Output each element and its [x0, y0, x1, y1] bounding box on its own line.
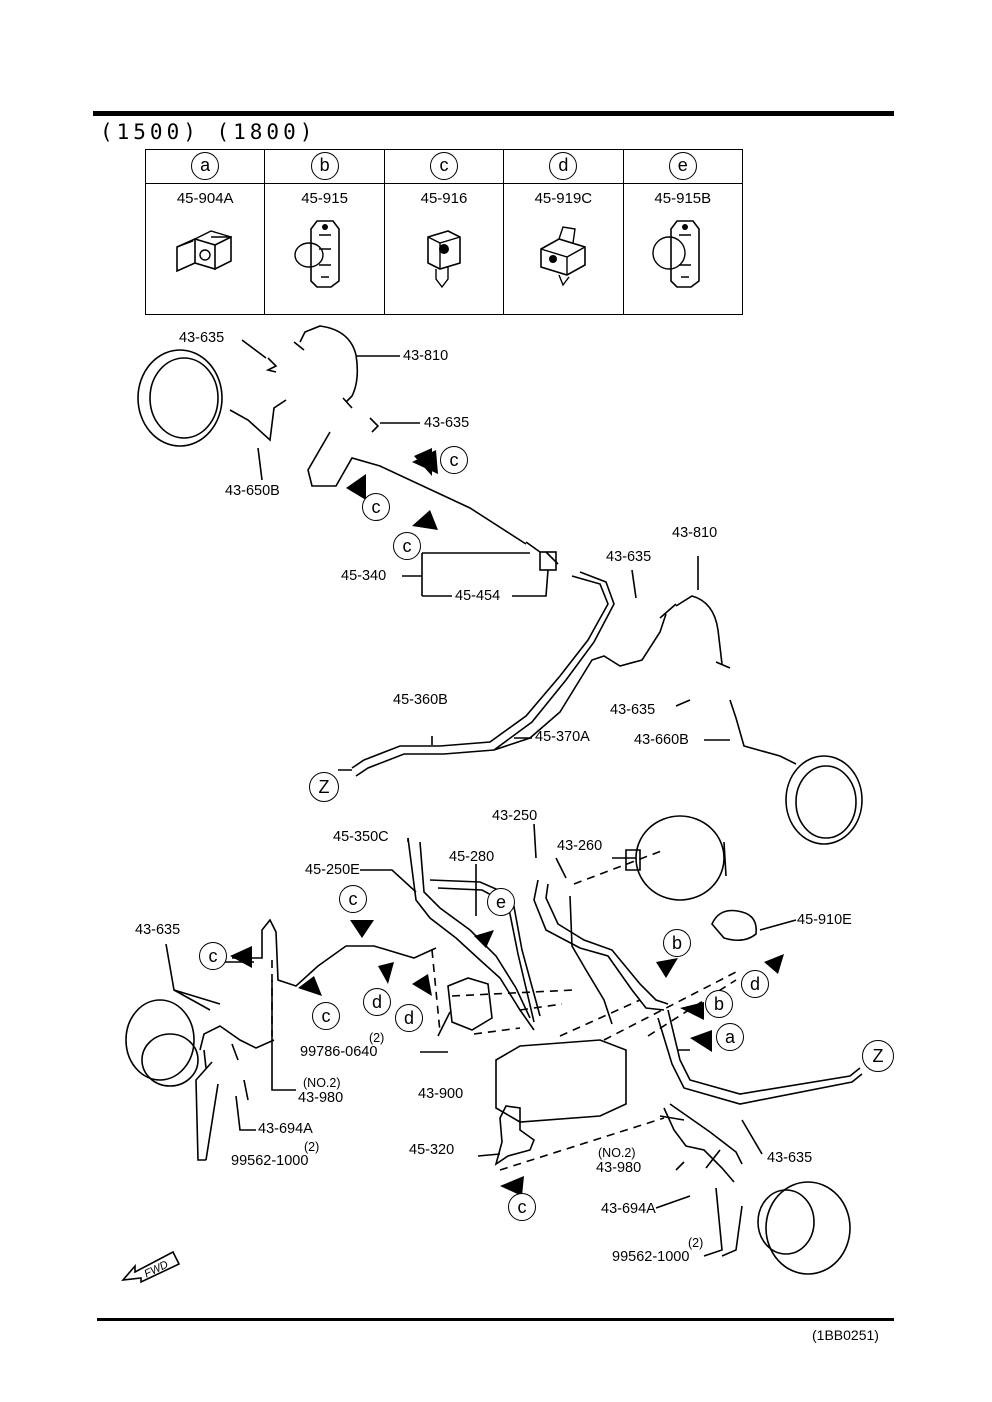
clip-callout-c: c: [393, 532, 421, 560]
clip-callout-d: d: [363, 988, 391, 1016]
clip-callout-c: c: [199, 942, 227, 970]
figure-reference: (1BB0251): [812, 1327, 879, 1343]
clip-callout-a: a: [716, 1023, 744, 1051]
label-45-370a: 45-370A: [535, 729, 590, 745]
clip-callout-e: e: [487, 888, 515, 916]
heat-shield-45-910e: [711, 909, 758, 942]
label-43-635: 43-635: [179, 330, 225, 346]
label-no2: (NO.2): [598, 1146, 636, 1160]
label-45-320: 45-320: [409, 1142, 455, 1158]
label-43-810: 43-810: [672, 525, 718, 541]
label-no2: (NO.2): [303, 1076, 341, 1090]
clip-c-icon: [427, 230, 461, 289]
connection-marker-z: Z: [309, 772, 339, 802]
brake-hose-upper-right: [675, 595, 723, 665]
label-45-350c: 45-350C: [333, 829, 389, 845]
clip-letter-e: e: [622, 149, 744, 184]
label-45-454: 45-454: [455, 588, 501, 604]
top-rule: [93, 111, 894, 116]
brake-hose-upper-left: [299, 325, 359, 403]
clip-cell-a: 45-904A: [144, 183, 266, 315]
label-43-635: 43-635: [767, 1150, 813, 1166]
clip-part-e: 45-915B: [654, 190, 712, 207]
label-qty: (2): [369, 1031, 385, 1045]
clip-e-icon: [652, 220, 700, 288]
forward-arrow-icon: FWD: [121, 1250, 181, 1284]
clip-callout-c: c: [312, 1002, 340, 1030]
label-43-635: 43-635: [606, 549, 652, 565]
rear-brake-drum-left: [137, 349, 223, 447]
brake-pipe-45-320: [494, 1105, 535, 1166]
label-43-635: 43-635: [610, 702, 656, 718]
label-43-250: 43-250: [492, 808, 538, 824]
clip-table: a b c d e 45-904A 45-915 45-916: [144, 149, 744, 315]
label-43-900: 43-900: [418, 1086, 464, 1102]
rear-brake-drum-right: [785, 755, 863, 845]
brake-pipe-to-rear: [667, 1009, 861, 1095]
clip-callout-c: c: [508, 1193, 536, 1221]
label-99562-1000: 99562-1000: [612, 1249, 690, 1265]
brake-pipe-rear-upper: [307, 431, 527, 545]
front-brake-rotor-right: [765, 1181, 851, 1275]
brake-pipe-45-370a: [355, 571, 615, 777]
clip-part-d: 45-919C: [534, 190, 593, 207]
label-45-360b: 45-360B: [393, 692, 448, 708]
abs-hydraulic-unit: [495, 1039, 627, 1123]
clip-callout-b: b: [663, 929, 691, 957]
connection-marker-z: Z: [862, 1040, 894, 1072]
label-43-810: 43-810: [403, 348, 449, 364]
label-43-635: 43-635: [424, 415, 470, 431]
clip-callout-c: c: [339, 885, 367, 913]
engine-variants: (1500) (1800): [100, 120, 317, 144]
clip-d-icon: [540, 226, 587, 287]
label-45-250e: 45-250E: [305, 862, 360, 878]
label-qty: (2): [304, 1140, 320, 1154]
label-45-280: 45-280: [449, 849, 495, 865]
label-45-340: 45-340: [341, 568, 387, 584]
label-43-980: 43-980: [298, 1090, 344, 1106]
clip-callout-c: c: [362, 493, 390, 521]
clip-b-icon: [293, 220, 340, 288]
clip-letter-d: d: [503, 149, 624, 184]
label-43-694a: 43-694A: [601, 1201, 656, 1217]
brake-booster: [635, 815, 725, 901]
fwd-text: FWD: [142, 1259, 170, 1281]
clip-callout-c: c: [440, 446, 468, 474]
clip-part-b: 45-915: [301, 190, 348, 207]
brake-pipe-45-360b: [351, 575, 609, 769]
label-99786-0640: 99786-0640: [300, 1044, 378, 1060]
clip-callout-d: d: [395, 1004, 423, 1032]
clip-callout-d: d: [741, 970, 769, 998]
label-43-635: 43-635: [135, 922, 181, 938]
front-brake-rotor-left: [125, 999, 195, 1081]
clip-part-a: 45-904A: [176, 190, 234, 207]
clip-cell-c: 45-916: [383, 183, 505, 315]
clip-cell-e: 45-915B: [622, 183, 744, 315]
clip-callout-b: b: [705, 990, 733, 1018]
label-45-910e: 45-910E: [797, 912, 852, 928]
label-43-980: 43-980: [596, 1160, 642, 1176]
brake-pipe-front-left: [232, 918, 437, 987]
brake-pipe-43-660b: [729, 699, 797, 765]
label-43-694a: 43-694A: [258, 1121, 313, 1137]
brake-hose-front-right: [663, 1107, 735, 1183]
label-qty: (2): [688, 1236, 704, 1250]
label-99562-1000: 99562-1000: [231, 1153, 309, 1169]
bottom-rule: [97, 1318, 894, 1321]
label-43-650b: 43-650B: [225, 483, 280, 499]
label-43-260: 43-260: [557, 838, 603, 854]
brake-hose-front-left: [199, 1025, 275, 1051]
clip-a-icon: [176, 230, 232, 273]
clip-part-c: 45-916: [420, 190, 468, 207]
brake-pipe-43-650b: [229, 399, 287, 442]
label-43-660b: 43-660B: [634, 732, 689, 748]
clip-cell-b: 45-915: [264, 183, 385, 315]
